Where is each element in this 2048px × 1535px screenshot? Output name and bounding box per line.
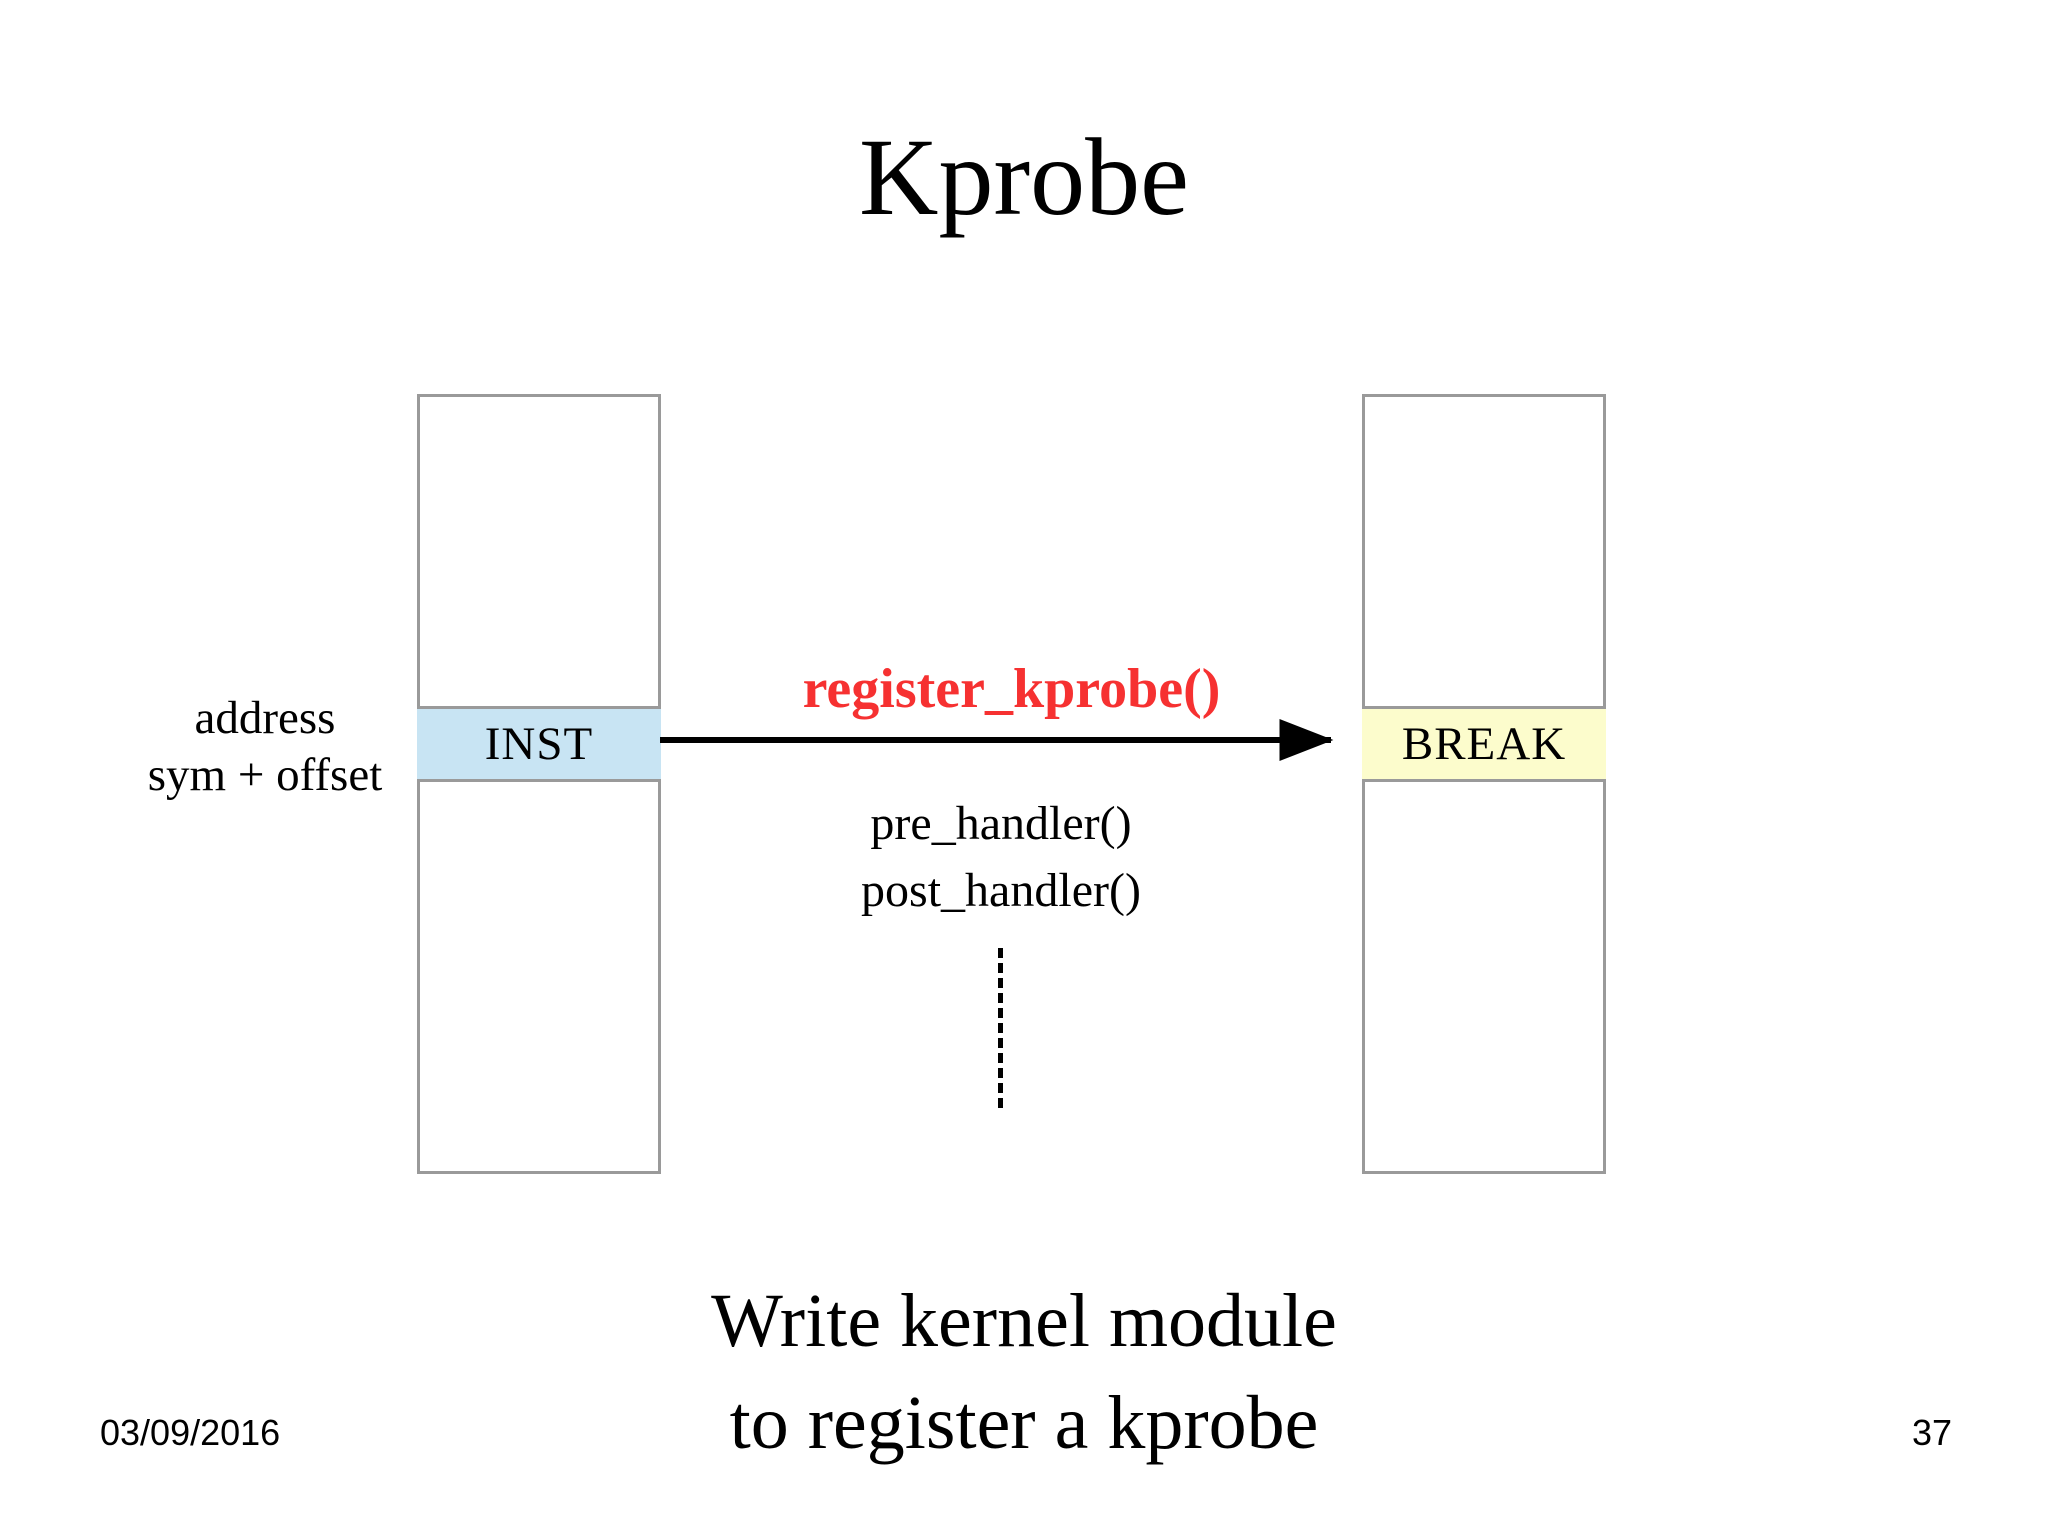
slide-caption: Write kernel module to register a kprobe [0,1270,2048,1474]
memory-slot-inst: INST [417,706,661,782]
register-kprobe-call-label: register_kprobe() [802,658,1221,720]
memory-column-patched [1362,394,1606,1174]
footer-date: 03/09/2016 [100,1412,281,1453]
transition-arrow-icon [660,719,1334,761]
page-title: Kprobe [859,116,1189,238]
slide-caption-line-2: to register a kprobe [729,1381,1319,1465]
handler-post: post_handler() [861,864,1141,917]
handler-pre: pre_handler() [870,797,1132,850]
address-annotation: address sym + offset [120,690,410,804]
vertical-ellipsis-icon [998,948,1003,1108]
slide-caption-line-1: Write kernel module [711,1279,1337,1363]
memory-slot-break-label: BREAK [1401,718,1567,770]
footer-page-number: 37 [1912,1412,1953,1453]
memory-slot-inst-label: INST [484,718,594,770]
handler-callback-list: pre_handler() post_handler() [661,790,1341,924]
memory-slot-break: BREAK [1362,706,1606,782]
address-annotation-line-2: sym + offset [147,749,383,801]
memory-column-original [417,394,661,1174]
address-annotation-line-1: address [194,692,336,744]
